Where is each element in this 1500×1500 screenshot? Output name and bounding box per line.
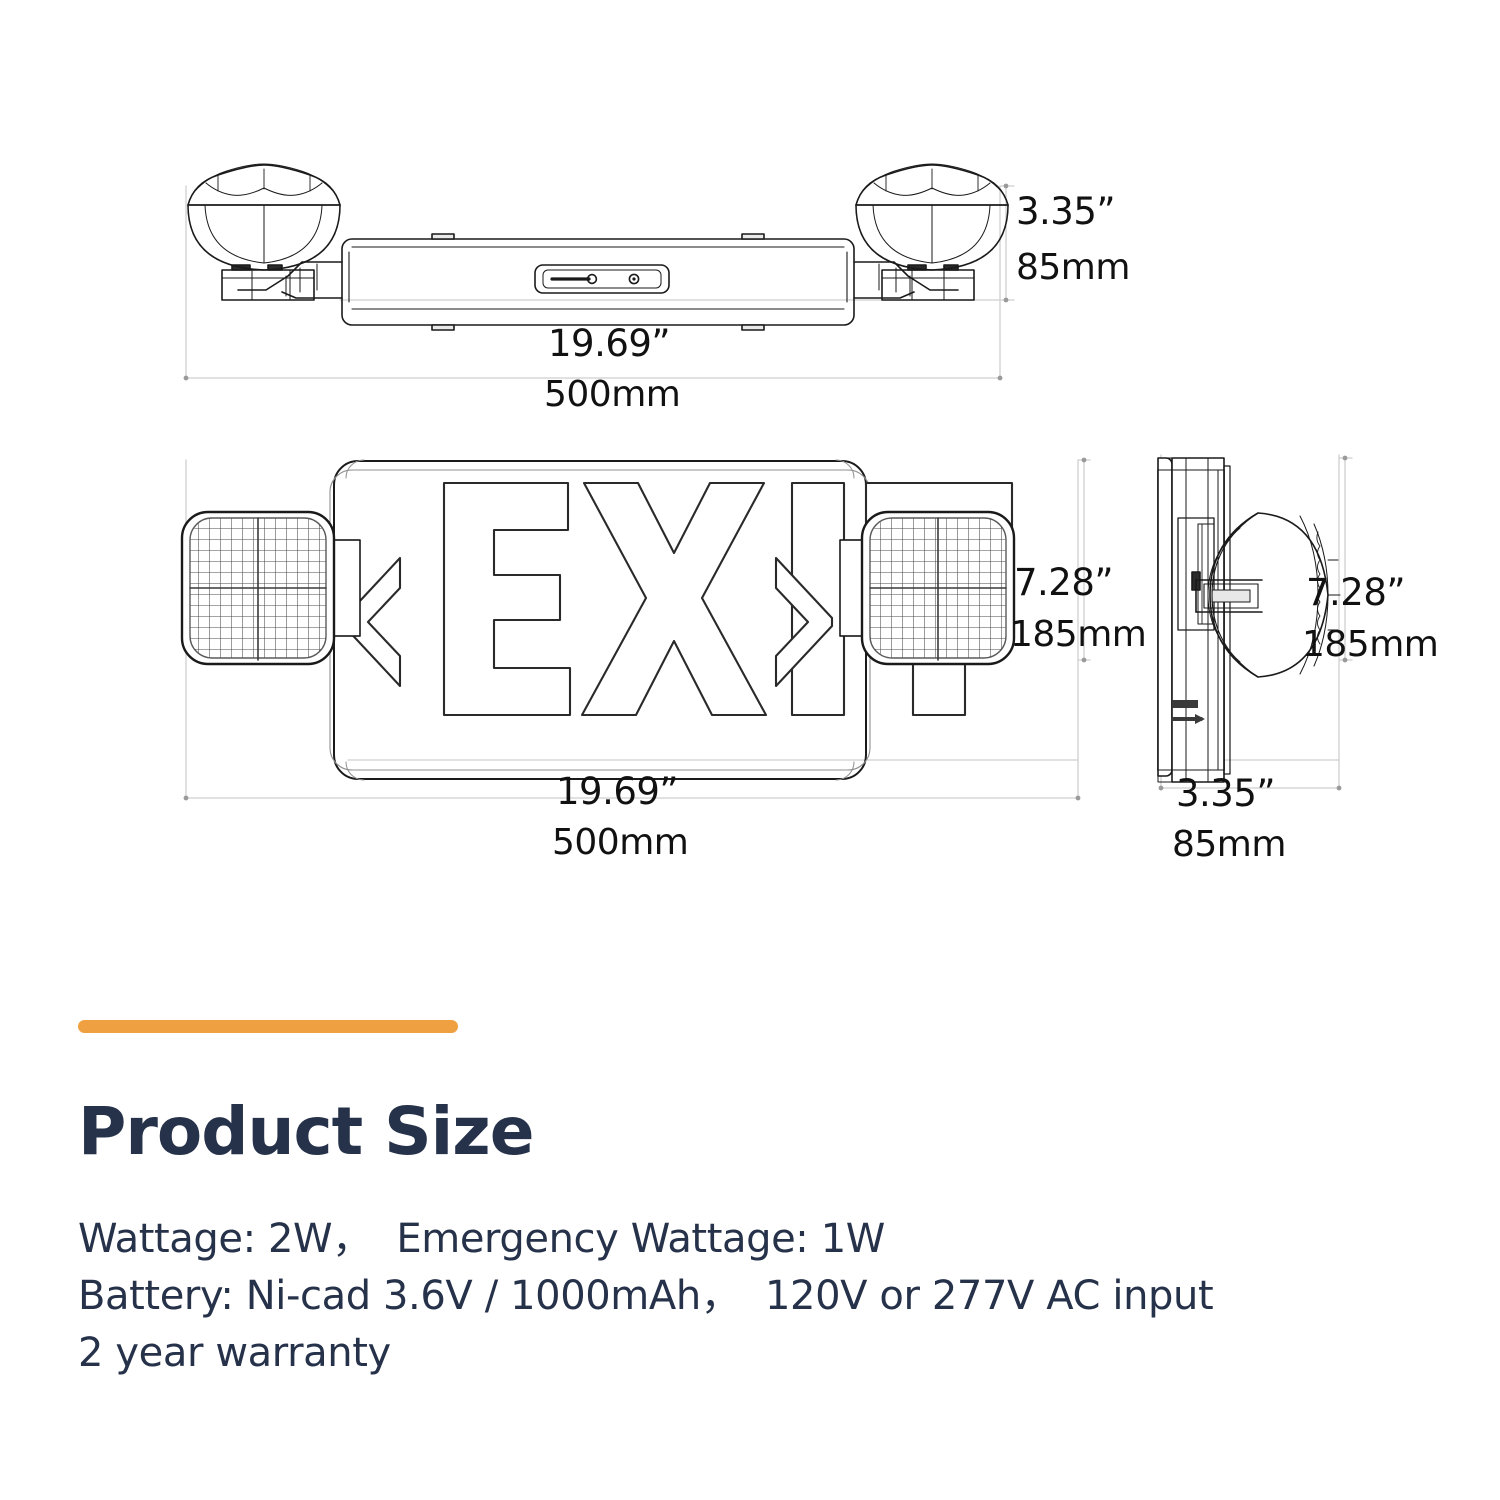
top-view-width-inch: 19.69” (548, 322, 671, 365)
spec-line-battery: Battery: Ni-cad 3.6V / 1000mAh， 120V or … (78, 1272, 1214, 1319)
accent-bar (78, 1020, 458, 1033)
side-view-height-mm: 185mm (1302, 624, 1439, 665)
technical-drawing-area (180, 163, 1353, 801)
side-view-height-inch: 7.28” (1306, 571, 1406, 614)
spec-line-wattage: Wattage: 2W， Emergency Wattage: 1W (78, 1216, 885, 1262)
front-view-width-inch: 19.69” (556, 770, 679, 813)
front-view-height-inch: 7.28” (1014, 561, 1114, 604)
top-view-height-inch: 3.35” (1016, 190, 1116, 233)
top-view-height-mm: 85mm (1016, 247, 1130, 288)
spec-list: Wattage: 2W， Emergency Wattage: 1W Batte… (78, 1211, 1438, 1381)
product-info-block: Product Size Wattage: 2W， Emergency Watt… (78, 1020, 1438, 1381)
side-view-depth-mm: 85mm (1172, 824, 1286, 865)
front-view-drawing (180, 457, 1091, 801)
housing-label-marking (1171, 700, 1205, 724)
top-view-width-mm: 500mm (544, 374, 681, 415)
front-view-height-mm: 185mm (1010, 614, 1147, 655)
chevrons (342, 556, 834, 688)
front-view-width-mm: 500mm (552, 822, 689, 863)
spec-line-warranty: 2 year warranty (78, 1329, 391, 1376)
top-view-drawing (183, 163, 1015, 381)
page-title: Product Size (78, 1093, 534, 1170)
side-view-depth-inch: 3.35” (1176, 772, 1276, 815)
side-view-drawing (1157, 454, 1353, 791)
